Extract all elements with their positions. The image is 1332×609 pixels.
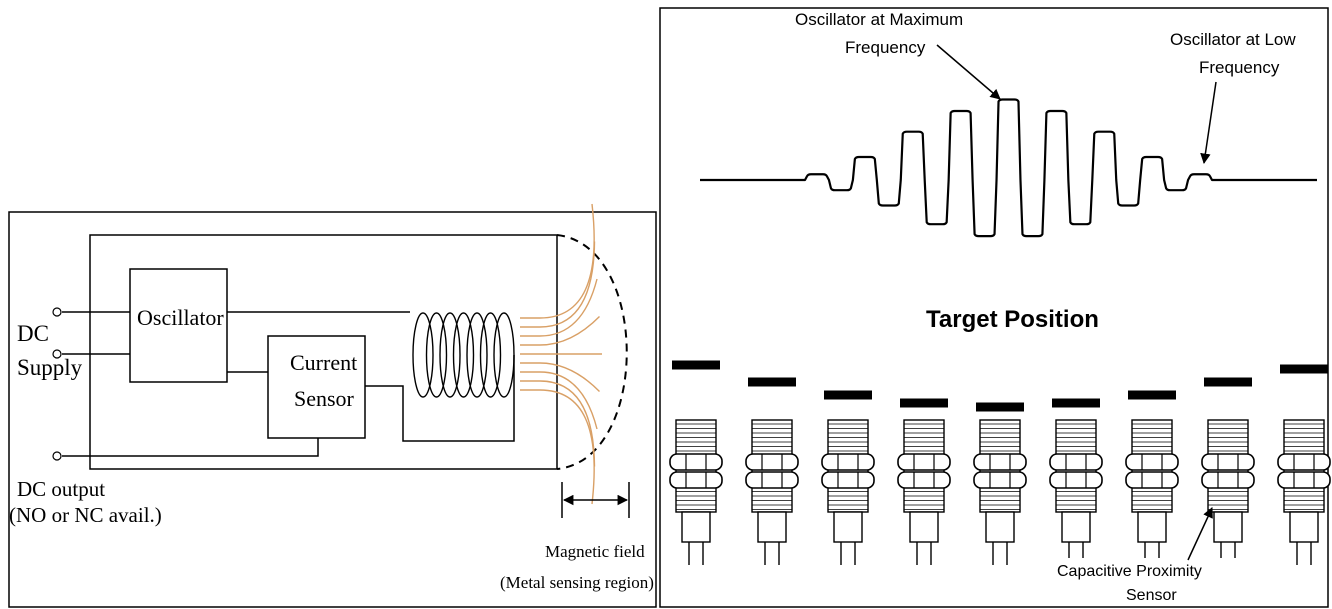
dc-output-label-2: (NO or NC avail.) bbox=[9, 503, 162, 527]
target-bar bbox=[672, 360, 720, 370]
proximity-sensor bbox=[669, 419, 723, 565]
coil bbox=[412, 312, 515, 398]
proximity-sensor bbox=[897, 419, 951, 565]
coil-loop bbox=[493, 312, 515, 398]
magnetic-field-line bbox=[520, 316, 600, 346]
oscillation-waveform bbox=[700, 98, 1317, 238]
target-bar bbox=[748, 377, 796, 387]
dc-supply-label-1: DC bbox=[17, 321, 49, 346]
coil-loop bbox=[439, 312, 461, 398]
magnetic-field-line bbox=[520, 362, 600, 392]
coil-loop bbox=[412, 312, 434, 398]
magnetic-field-line bbox=[520, 389, 595, 505]
magnetic-field-line bbox=[520, 203, 595, 319]
proximity-sensor bbox=[973, 419, 1027, 565]
magnetic-field-line bbox=[520, 241, 596, 328]
magnetic-field-line bbox=[520, 371, 598, 430]
housing-outline bbox=[89, 234, 557, 470]
proximity-sensor bbox=[1201, 419, 1255, 565]
coil-loop bbox=[452, 312, 475, 398]
target-bar bbox=[900, 398, 948, 408]
current-sensor-label-1: Current bbox=[290, 350, 357, 375]
osc-max-label-1: Oscillator at Maximum bbox=[795, 10, 963, 29]
coil-loop bbox=[479, 312, 502, 398]
left-panel: Oscillator Current Sensor DC Supply DC o… bbox=[8, 203, 657, 608]
current-sensor-label-2: Sensor bbox=[294, 386, 355, 411]
sensors bbox=[669, 419, 1331, 565]
wire-sensor-to-coil bbox=[365, 355, 515, 442]
wire-sensor-to-output bbox=[62, 438, 319, 457]
coil-loop bbox=[425, 312, 448, 398]
proximity-sensor bbox=[1277, 419, 1331, 565]
sensor-label-1: Capacitive Proximity bbox=[1057, 563, 1202, 580]
target-bar bbox=[1204, 377, 1252, 387]
target-bar bbox=[1280, 364, 1328, 374]
proximity-sensor bbox=[1125, 419, 1179, 565]
right-panel: Oscillator at Maximum Frequency Oscillat… bbox=[659, 7, 1331, 608]
osc-low-label-2: Frequency bbox=[1199, 58, 1280, 77]
osc-low-label-1: Oscillator at Low bbox=[1170, 30, 1296, 49]
sensor-label-backdrop bbox=[1054, 558, 1244, 604]
magnetic-field-line bbox=[520, 278, 598, 337]
osc-low-arrow bbox=[1200, 81, 1217, 165]
target-position-title: Target Position bbox=[926, 306, 1099, 333]
osc-max-arrow bbox=[936, 44, 1001, 100]
terminal-output bbox=[52, 451, 62, 461]
target-bar bbox=[1128, 390, 1176, 400]
terminal-supply-positive bbox=[52, 307, 62, 317]
terminal-supply-negative bbox=[52, 349, 62, 359]
proximity-sensor bbox=[1049, 419, 1103, 565]
oscillator-block bbox=[129, 268, 228, 383]
magnetic-field-label-1: Magnetic field bbox=[545, 542, 645, 561]
dc-supply-label-2: Supply bbox=[17, 355, 83, 380]
proximity-sensor bbox=[821, 419, 875, 565]
targets bbox=[672, 360, 1328, 412]
sensor-label-2: Sensor bbox=[1126, 587, 1177, 604]
target-bar bbox=[1052, 398, 1100, 408]
magnetic-field-lines bbox=[520, 203, 602, 505]
osc-max-label-2: Frequency bbox=[845, 38, 926, 57]
target-bar bbox=[976, 402, 1024, 412]
oscillator-label: Oscillator bbox=[137, 305, 224, 330]
proximity-sensor bbox=[745, 419, 799, 565]
current-sensor-block bbox=[267, 335, 366, 439]
dc-output-label-1: DC output bbox=[17, 477, 105, 501]
coil-loop bbox=[466, 312, 488, 398]
sensor-label-arrow bbox=[1187, 507, 1213, 561]
magnetic-field-label-2: (Metal sensing region) bbox=[500, 573, 654, 592]
target-bar bbox=[824, 390, 872, 400]
